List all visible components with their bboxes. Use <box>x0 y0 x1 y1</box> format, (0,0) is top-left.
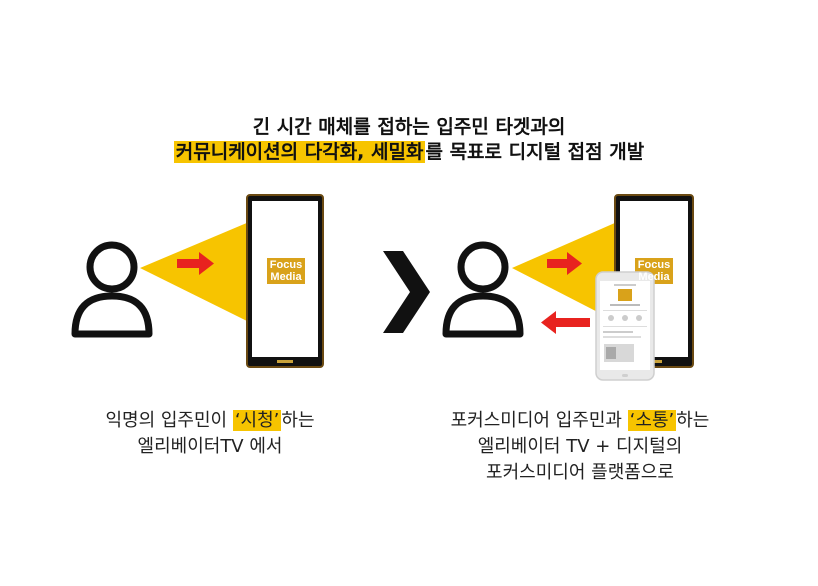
right-caption: 포커스미디어 입주민과 ‘소통’하는 엘리베이터 TV + 디지털의 포커스미디… <box>420 408 740 486</box>
headline-text-2: 를 목표로 디지털 접점 개발 <box>425 141 645 163</box>
left-person-icon <box>71 241 153 338</box>
right-caption-pre: 포커스미디어 입주민과 <box>450 410 628 431</box>
left-caption: 익명의 입주민이 ‘시청’하는 엘리베이터TV 에서 <box>60 408 360 460</box>
left-caption-highlight: ‘시청’ <box>232 410 282 431</box>
left-logo-line1: Focus <box>269 259 303 271</box>
left-logo-line2: Media <box>270 271 302 283</box>
headline-text-1: 긴 시간 매체를 접하는 입주민 타겟과의 <box>252 116 566 138</box>
smartphone-icon <box>595 271 655 381</box>
right-caption-highlight: ‘소통’ <box>627 410 677 431</box>
right-arrow-left-icon <box>541 311 590 334</box>
left-elevator-tv-icon <box>246 194 324 368</box>
left-caption-line1: 익명의 입주민이 ‘시청’하는 <box>60 408 360 434</box>
headline-line1: 긴 시간 매체를 접하는 입주민 타겟과의 <box>0 114 818 140</box>
chevron-right-icon <box>383 251 430 333</box>
left-caption-line2: 엘리베이터TV 에서 <box>137 436 283 457</box>
right-caption-line3: 포커스미디어 플랫폼으로 <box>486 462 674 483</box>
left-caption-post: 하는 <box>281 410 315 431</box>
right-logo-line1: Focus <box>637 259 671 271</box>
left-screen-logo: Focus Media <box>267 258 305 285</box>
right-view-beam <box>512 222 617 322</box>
right-screen-logo: Focus Media <box>635 258 673 285</box>
right-caption-post: 하는 <box>676 410 710 431</box>
left-view-beam <box>140 222 249 322</box>
right-logo-line2: Media <box>638 271 670 283</box>
right-arrow-right-icon <box>547 252 582 275</box>
left-arrow-right-icon <box>177 252 214 275</box>
right-person-icon <box>442 241 524 338</box>
left-caption-pre: 익명의 입주민이 <box>105 410 233 431</box>
headline-highlight: 커뮤니케이션의 다각화, 세밀화 <box>173 141 426 163</box>
right-caption-line2: 엘리베이터 TV + 디지털의 <box>477 436 683 457</box>
right-caption-line1: 포커스미디어 입주민과 ‘소통’하는 <box>420 408 740 434</box>
